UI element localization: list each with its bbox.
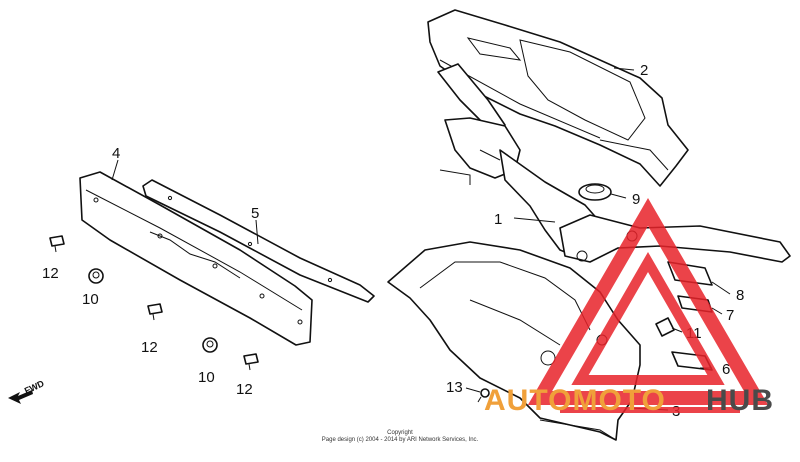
watermark-logo [527, 198, 769, 413]
callout-12-b: 12 [141, 339, 158, 356]
callout-12-c: 12 [236, 381, 253, 398]
callout-7: 7 [726, 307, 734, 324]
watermark-hub-text: HUB [706, 384, 774, 417]
callout-1: 1 [494, 211, 502, 228]
part-10-nut-a [88, 268, 104, 284]
part-12-screw-a [49, 235, 65, 253]
callout-5: 5 [251, 205, 259, 222]
part-5-trim-strip [142, 179, 375, 303]
part-13-screw [477, 388, 490, 403]
copyright-line-1: Copyright [387, 430, 413, 436]
fwd-label: FWD [23, 378, 46, 396]
callout-2: 2 [640, 62, 648, 79]
part-12-screw-b [147, 303, 163, 321]
callout-4: 4 [112, 145, 120, 162]
watermark-auto-text: AUTOMOTO [484, 384, 666, 417]
part-12-screw-c [243, 353, 259, 371]
callout-8: 8 [736, 287, 744, 304]
callout-10-a: 10 [82, 291, 99, 308]
fwd-arrow-icon [8, 390, 33, 404]
callout-9: 9 [632, 191, 640, 208]
part-3-lower-cover [387, 241, 641, 441]
part-4-emblem-panel [79, 171, 313, 346]
copyright-line-2: Page design (c) 2004 - 2014 by ARI Netwo… [322, 437, 479, 443]
part-9-grommet [578, 183, 612, 201]
part-10-nut-b [202, 337, 218, 353]
callout-12-a: 12 [42, 265, 59, 282]
part-11-clip [655, 317, 675, 337]
callout-13: 13 [446, 379, 463, 396]
callout-6: 6 [722, 361, 730, 378]
callout-10-b: 10 [198, 369, 215, 386]
